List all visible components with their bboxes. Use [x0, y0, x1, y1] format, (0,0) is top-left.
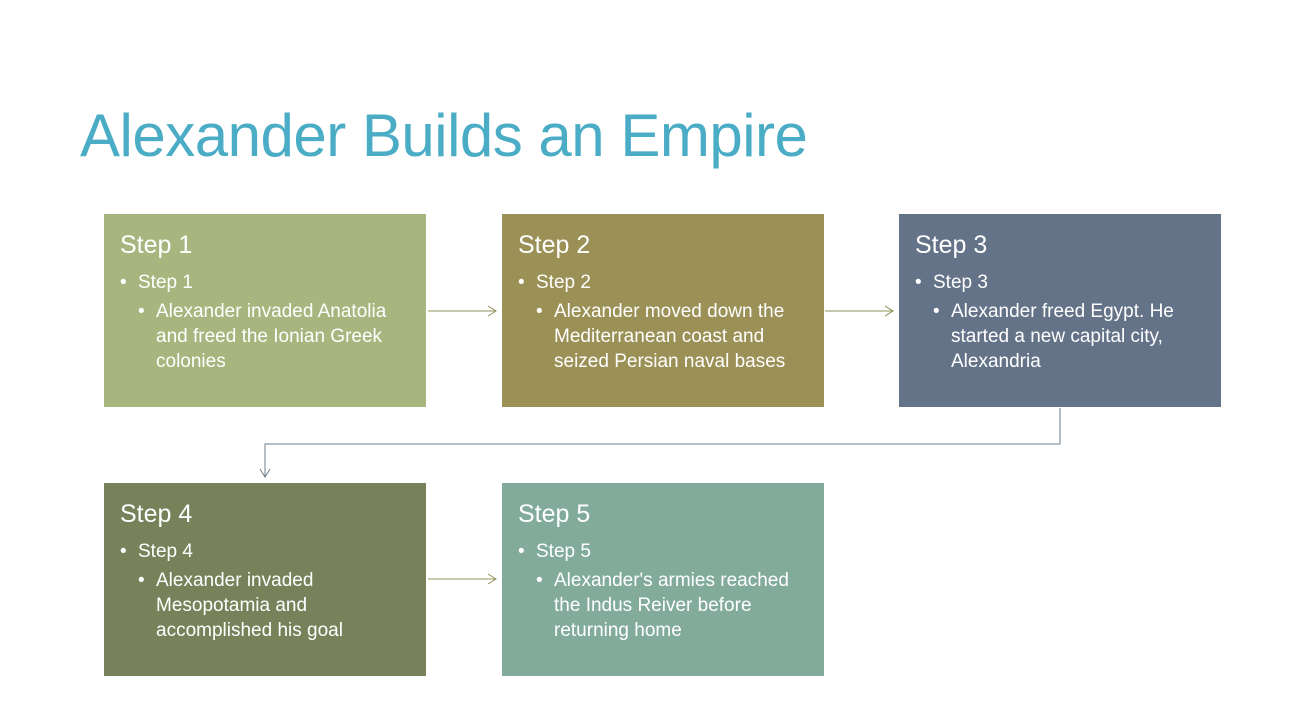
arrow-step1-to-step2: [428, 305, 497, 317]
arrow-step4-to-step5: [428, 573, 497, 585]
step-box-5: Step 5 Step 5 Alexander's armies reached…: [502, 483, 824, 676]
step-heading: Step 5: [518, 500, 591, 528]
arrow-step2-to-step3: [825, 305, 894, 317]
step-heading: Step 3: [915, 231, 988, 259]
step-bullet: Step 1: [120, 270, 412, 295]
step-detail: Alexander moved down the Mediterranean c…: [536, 299, 810, 374]
step-bullet: Step 2: [518, 270, 810, 295]
step-heading: Step 4: [120, 500, 193, 528]
step-detail: Alexander invaded Anatolia and freed the…: [138, 299, 412, 374]
step-detail: Alexander invaded Mesopotamia and accomp…: [138, 568, 412, 643]
step-bullet: Step 5: [518, 539, 810, 564]
step-bullet: Step 4: [120, 539, 412, 564]
step-heading: Step 2: [518, 231, 591, 259]
step-box-1: Step 1 Step 1 Alexander invaded Anatolia…: [104, 214, 426, 407]
step-box-3: Step 3 Step 3 Alexander freed Egypt. He …: [899, 214, 1221, 407]
slide-title: Alexander Builds an Empire: [80, 102, 808, 169]
arrow-step3-to-step4: [259, 408, 1061, 478]
step-detail: Alexander freed Egypt. He started a new …: [933, 299, 1207, 374]
step-box-2: Step 2 Step 2 Alexander moved down the M…: [502, 214, 824, 407]
step-heading: Step 1: [120, 231, 193, 259]
step-bullet: Step 3: [915, 270, 1207, 295]
step-box-4: Step 4 Step 4 Alexander invaded Mesopota…: [104, 483, 426, 676]
step-detail: Alexander's armies reached the Indus Rei…: [536, 568, 810, 643]
